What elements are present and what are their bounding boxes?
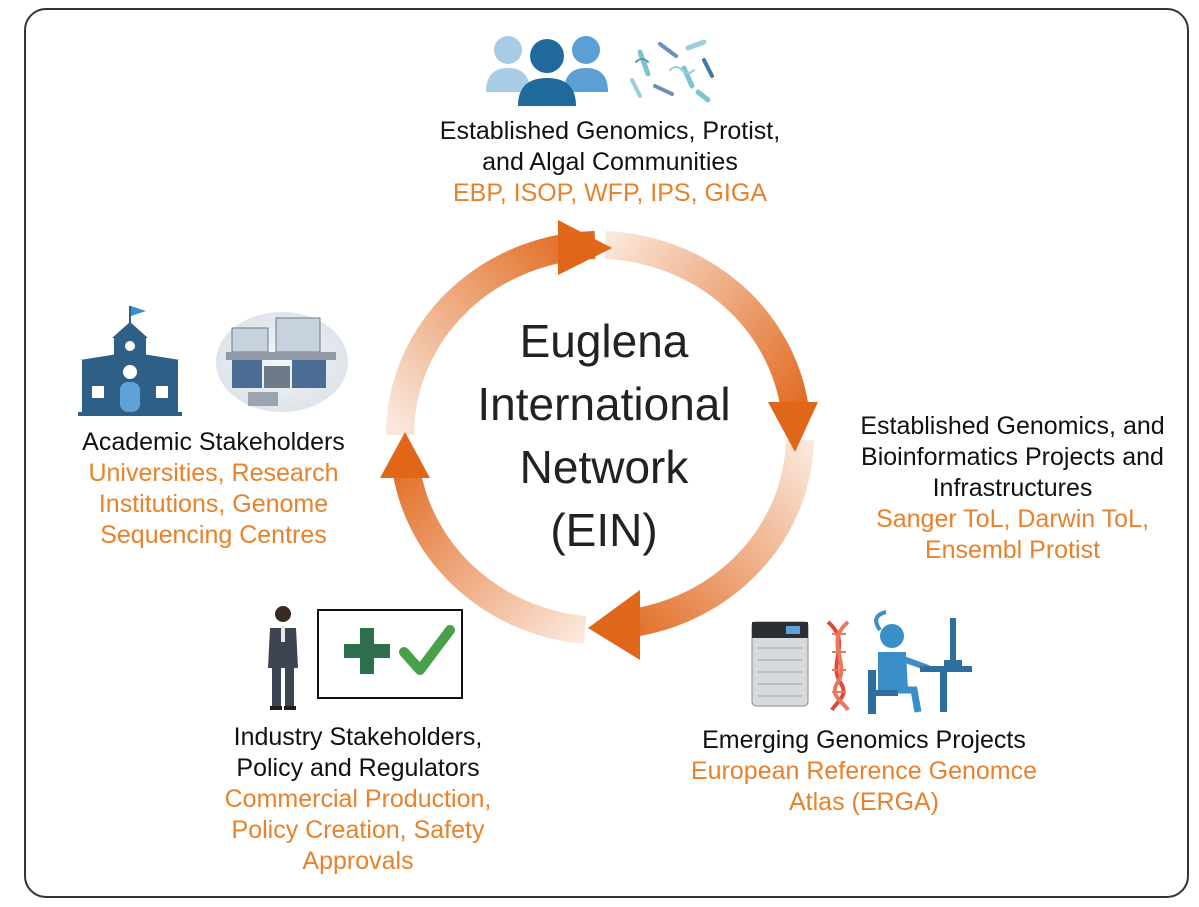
arrow-bottom-to-left [391,458,587,644]
bottom-left-stakeholder-block: Industry Stakeholders, Policy and Regula… [188,722,528,877]
approval-plus-check-icon [317,609,463,699]
right-orgs-line1: Sanger ToL, Darwin ToL, [876,505,1149,533]
bottom-left-label-line2: Policy and Regulators [236,754,480,782]
microbes-icon [630,39,714,103]
bottom-right-orgs-line2: Atlas (ERGA) [788,788,940,816]
top-stakeholder-block: Established Genomics, Protist, and Algal… [380,116,840,209]
school-building-icon [78,306,182,416]
bottom-left-orgs-line1: Commercial Production, [224,785,492,813]
left-stakeholder-block: Academic Stakeholders Universities, Rese… [56,427,371,551]
cycle-arrows [380,220,818,660]
top-label-line2: and Algal Communities [482,148,738,176]
scientist-at-computer-icon [868,610,972,714]
arrowhead-top [558,220,612,275]
bottom-left-orgs-line2: Policy Creation, Safety [231,816,485,844]
right-label-line3: Infrastructures [932,474,1093,502]
top-label-line1: Established Genomics, Protist, [439,117,781,145]
right-stakeholder-block: Established Genomics, and Bioinformatics… [830,411,1195,566]
arrowhead-left [380,432,430,478]
bottom-right-stakeholder-block: Emerging Genomics Projects European Refe… [660,725,1068,818]
left-orgs-line3: Sequencing Centres [100,521,327,549]
left-label-line1: Academic Stakeholders [82,428,345,456]
right-label-line1: Established Genomics, and [860,412,1165,440]
businessman-icon [268,606,298,710]
arrow-top-to-right [604,231,809,413]
left-orgs-line2: Institutions, Genome [98,490,329,518]
center-title-line4: (EIN) [550,504,658,556]
center-title: Euglena International Network (EIN) [430,310,778,562]
top-orgs: EBP, ISOP, WFP, IPS, GIGA [452,179,767,207]
arrow-right-to-bottom [613,439,814,639]
bottom-right-label-line1: Emerging Genomics Projects [702,726,1026,754]
arrowhead-right [768,402,818,452]
people-group-icon [486,36,608,106]
laboratory-icon [216,312,348,412]
diagram-frame [24,8,1189,898]
bottom-left-label-line1: Industry Stakeholders, [233,723,483,751]
sequencer-icon [751,621,809,707]
center-title-line1: Euglena [519,315,689,367]
dna-icon [826,620,850,712]
bottom-left-orgs-line3: Approvals [302,847,414,875]
center-title-line3: Network [519,441,689,493]
center-title-line2: International [477,378,731,430]
arrowhead-bottom [588,590,640,660]
left-orgs-line1: Universities, Research [88,459,339,487]
arrow-left-to-top [386,231,596,436]
right-label-line2: Bioinformatics Projects and [861,443,1164,471]
right-orgs-line2: Ensembl Protist [924,536,1101,564]
bottom-right-orgs-line1: European Reference Genomce [690,757,1038,785]
